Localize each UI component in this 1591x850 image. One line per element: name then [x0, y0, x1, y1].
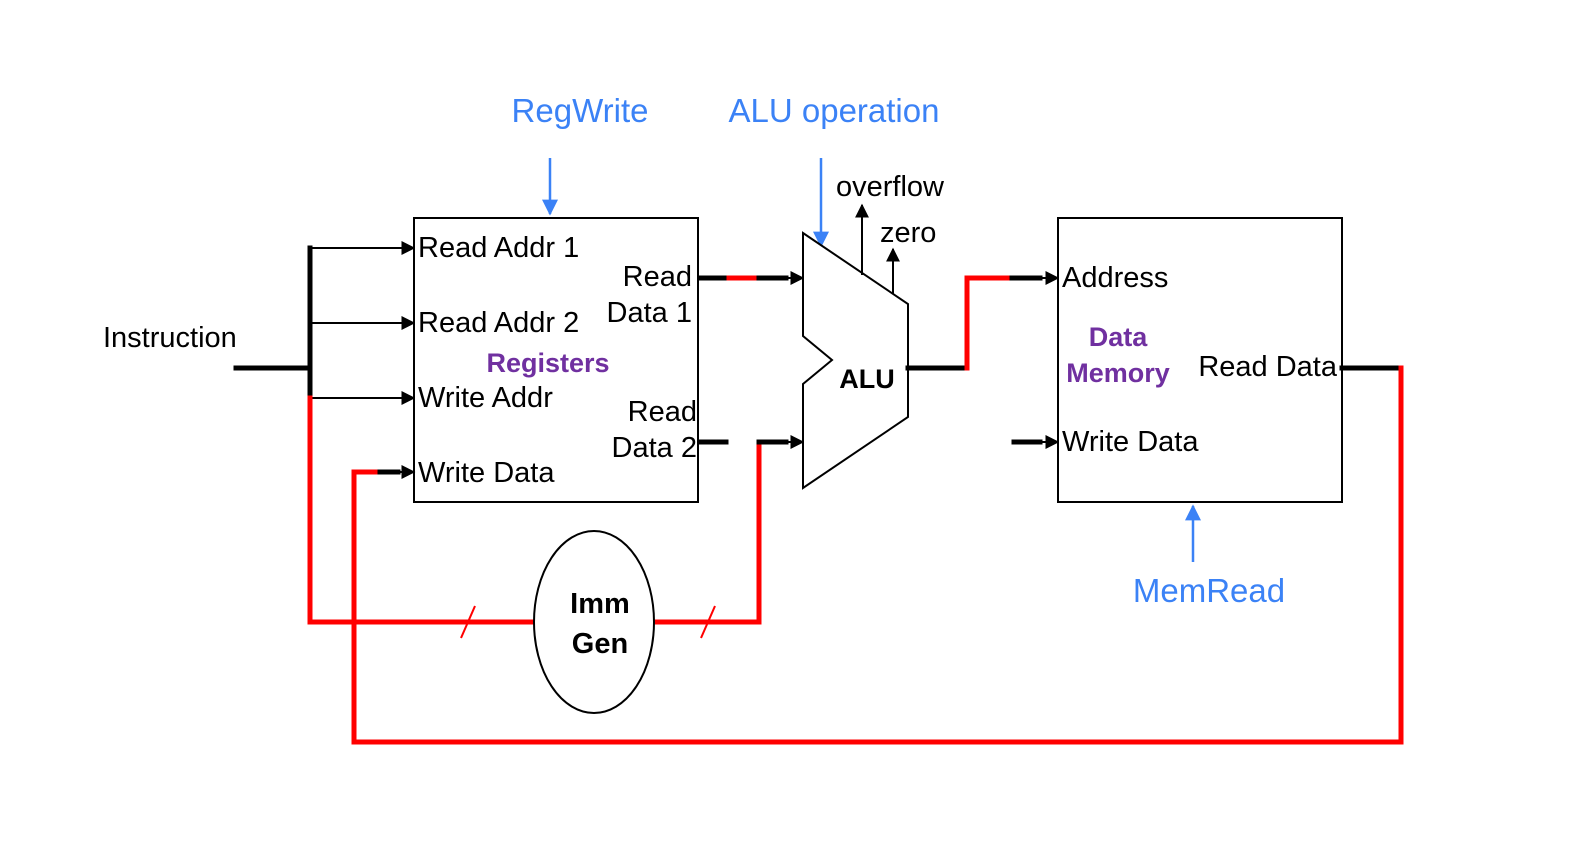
memory-read-data-port: Read Data	[1198, 351, 1338, 383]
write-addr-port: Write Addr	[418, 382, 553, 414]
read-data-1-port: Read	[623, 261, 692, 293]
read-data-2-port: Read	[628, 396, 697, 428]
imm-gen-label-line2: Gen	[572, 628, 628, 660]
writeback-wire	[351, 365, 1404, 745]
instruction-to-immgen-wire	[307, 395, 539, 625]
imm-gen-block	[533, 530, 655, 714]
registers-write-data-port: Write Data	[418, 457, 555, 489]
alu-result-to-address-wire	[964, 275, 1015, 371]
instruction-label: Instruction	[103, 322, 237, 354]
memory-write-data-port: Write Data	[1062, 426, 1199, 458]
read-addr-1-port: Read Addr 1	[418, 232, 579, 264]
data-memory-title: Data	[1089, 322, 1149, 352]
data-memory-title-line2: Memory	[1066, 358, 1170, 388]
read-addr-2-port: Read Addr 2	[418, 307, 579, 339]
immgen-to-alu-wire	[650, 439, 762, 625]
alu-label: ALU	[839, 364, 895, 394]
read-data-2-port-line2: Data 2	[612, 432, 697, 464]
regwrite-label: RegWrite	[512, 92, 649, 129]
registers-block	[413, 217, 699, 503]
alu-block	[802, 231, 909, 490]
imm-gen-label: Imm	[570, 588, 630, 620]
address-port: Address	[1062, 262, 1168, 294]
data-memory-block	[1057, 217, 1343, 503]
read-data-1-port-line2: Data 1	[607, 297, 692, 329]
alu-operation-label: ALU operation	[729, 92, 940, 129]
zero-label: zero	[880, 217, 936, 249]
immgen-input-bus-tick	[460, 605, 476, 639]
immgen-output-bus-tick	[700, 605, 716, 639]
overflow-label: overflow	[836, 171, 945, 203]
registers-title: Registers	[486, 348, 609, 378]
memread-label: MemRead	[1133, 572, 1285, 609]
